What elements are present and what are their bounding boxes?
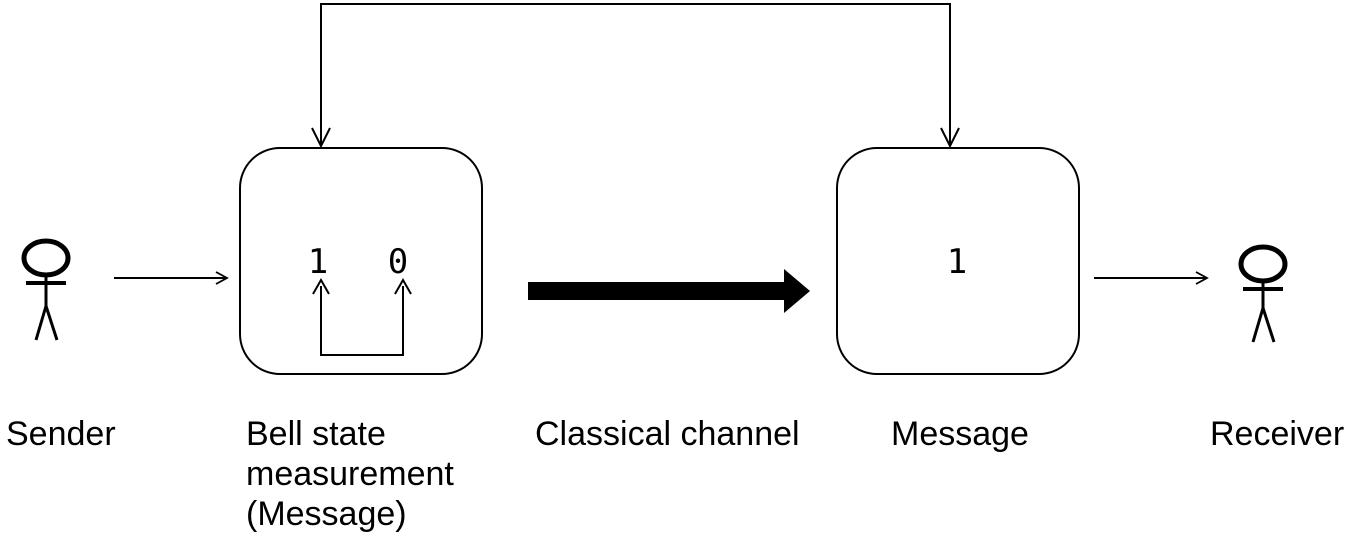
- message-box: [836, 147, 1080, 375]
- bell-state-label: Bell state measurement (Message): [246, 414, 506, 534]
- message-label: Message: [891, 415, 1029, 453]
- bell-internal-arrowhead-right: [394, 277, 412, 295]
- message-bit: 1: [946, 242, 968, 282]
- bell-internal-connector: [320, 286, 404, 356]
- bell-bit-left: 1: [307, 242, 329, 282]
- top-connector-arrowhead-left: [311, 127, 331, 149]
- sender-figure-icon: [21, 238, 71, 341]
- top-connector-arrowhead-right: [940, 127, 960, 149]
- bell-internal-arrowhead-left: [312, 277, 330, 295]
- bell-state-label-line2: measurement: [246, 455, 454, 493]
- bell-state-box: [239, 147, 483, 375]
- top-connector: [320, 3, 951, 145]
- classical-channel-arrow: [528, 269, 810, 313]
- bell-bit-right: 0: [387, 242, 409, 282]
- bell-state-label-line1: Bell state: [246, 415, 386, 453]
- receiver-figure-icon: [1238, 244, 1288, 343]
- receiver-label: Receiver: [1210, 415, 1345, 453]
- bell-state-label-line3: (Message): [246, 495, 407, 533]
- classical-channel-label: Classical channel: [535, 415, 800, 453]
- sender-label: Sender: [6, 415, 116, 453]
